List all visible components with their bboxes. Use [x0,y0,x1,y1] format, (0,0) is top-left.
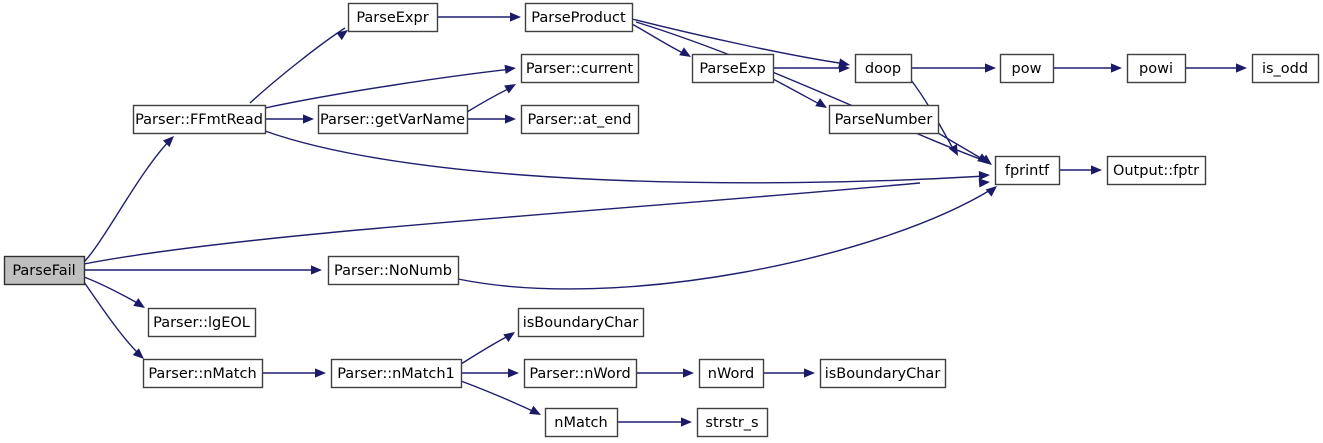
arrowhead-ParserFFmtRead-to-ParserCurrent [504,64,516,74]
node-box-ParseExp[interactable] [691,53,775,84]
node-box-ParserCurrent[interactable] [520,53,640,84]
arrowhead-ParseNumber-to-fprintf [977,153,989,163]
node-isBoundaryCharTop[interactable]: isBoundaryChar [517,307,645,338]
node-box-fprintf[interactable] [994,155,1061,186]
node-ParserCurrent[interactable]: Parser::current [520,53,640,84]
node-pow[interactable]: pow [999,53,1055,84]
arrowhead-ParsernWord-to-nWord [683,368,694,378]
node-powi[interactable]: powi [1126,53,1187,84]
arrowhead-ParseFail-to-ParserlgEOL [133,298,145,308]
arrowhead-doop-to-pow [985,63,996,73]
node-nMatch[interactable]: nMatch [544,407,619,438]
arrowhead-ParsernMatch-to-ParsernMatch1 [315,368,326,378]
node-box-ParseExpr[interactable] [347,2,439,33]
arrowhead-ParserNoNumb-to-fprintf [985,186,997,197]
edge-ParseFail-to-ParsernMatch [83,281,141,356]
nodes-layer: ParseFailParser::FFmtReadParser::NoNumbP… [3,2,1320,438]
node-box-isBoundaryCharBottom[interactable] [819,358,947,389]
node-box-ParserlgEOL[interactable] [147,307,257,338]
edge-ParserNoNumb-to-fprintf [457,188,993,290]
arrowhead-ParseFail-to-fprintf [978,178,990,188]
arrowhead-nWord-to-isBoundaryCharBottom [804,368,815,378]
arrowhead-ParseFail-to-ParserNoNumb [311,265,322,275]
node-ParserFFmtRead[interactable]: Parser::FFmtRead [132,104,267,135]
arrowheads-layer [132,12,1247,427]
arrowhead-ParserGetVarName-to-ParserAtEnd [505,114,516,124]
edge-ParseNumber-to-fprintf [937,132,985,161]
arrowhead-ParserFFmtRead-to-ParseExpr [336,30,348,41]
node-box-strstr_s[interactable] [696,407,769,438]
edge-ParsernMatch1-to-isBoundaryCharTop [460,333,513,365]
node-isBoundaryCharBottom[interactable]: isBoundaryChar [819,358,947,389]
node-box-ParserNoNumb[interactable] [327,255,460,286]
node-is_odd[interactable]: is_odd [1251,53,1320,84]
arrowhead-ParseExp-to-doop [839,63,850,73]
node-box-ParserAtEnd[interactable] [520,104,640,135]
node-box-isBoundaryCharTop[interactable] [517,307,645,338]
node-ParsernMatch1[interactable]: Parser::nMatch1 [330,358,463,389]
edge-ParseProduct-to-ParseExp [631,23,688,56]
node-ParseFail[interactable]: ParseFail [3,255,86,286]
node-box-ParseProduct[interactable] [524,2,634,33]
node-box-doop[interactable] [854,53,913,84]
edge-ParserFFmtRead-to-ParserCurrent [264,68,513,109]
arrowhead-ParsernMatch1-to-nMatch [529,405,541,415]
arrowhead-ParseFail-to-ParserFFmtRead [162,136,174,148]
node-ParseNumber[interactable]: ParseNumber [828,104,940,135]
node-box-ParsernMatch[interactable] [142,358,264,389]
edge-ParseFail-to-fprintf [83,182,921,265]
edge-ParseProduct-to-doop [631,18,847,65]
arrowhead-pow-to-powi [1111,63,1122,73]
node-box-is_odd[interactable] [1251,53,1320,84]
arrowhead-ParserFFmtRead-to-ParserGetVarName [303,114,314,124]
node-ParseExp[interactable]: ParseExp [691,53,775,84]
arrowhead-fprintf-to-OutputFptr [1091,165,1102,175]
edge-ParseFail-to-ParserlgEOL [83,276,142,306]
arrowhead-ParserGetVarName-to-ParserCurrent [504,84,516,94]
node-box-ParseNumber[interactable] [828,104,940,135]
node-ParseExpr[interactable]: ParseExpr [347,2,439,33]
edge-ParserGetVarName-to-ParserCurrent [466,86,513,113]
node-box-ParsernWord[interactable] [523,358,638,389]
arrowhead-ParseFail-to-ParsernMatch [132,348,144,359]
node-ParserNoNumb[interactable]: Parser::NoNumb [327,255,460,286]
arrowhead-ParsernMatch1-to-isBoundaryCharTop [503,332,515,342]
arrowhead-doop-to-fprintf [948,144,958,156]
node-box-ParseFail[interactable] [3,255,86,286]
node-OutputFptr[interactable]: Output::fptr [1106,155,1207,186]
node-fprintf[interactable]: fprintf [994,155,1061,186]
node-ParserAtEnd[interactable]: Parser::at_end [520,104,640,135]
arrowhead-ParseExp-to-ParseNumber [815,98,827,108]
arrowhead-ParserFFmtRead-to-fprintf [978,170,990,181]
node-box-ParserFFmtRead[interactable] [132,104,267,135]
node-box-OutputFptr[interactable] [1106,155,1207,186]
arrowhead-ParseProduct-to-ParseExp [679,47,691,57]
node-ParserlgEOL[interactable]: Parser::lgEOL [147,307,257,338]
edge-ParserFFmtRead-to-fprintf [264,130,987,184]
arrowhead-ParsernMatch1-to-ParsernWord [508,368,519,378]
node-box-ParsernMatch1[interactable] [330,358,463,389]
edge-ParserFFmtRead-to-ParseExpr [249,27,346,104]
edge-ParseFail-to-ParserFFmtRead [83,137,173,263]
node-nWord[interactable]: nWord [698,358,765,389]
node-box-nMatch[interactable] [544,407,619,438]
node-ParseProduct[interactable]: ParseProduct [524,2,634,33]
node-box-pow[interactable] [999,53,1055,84]
node-ParserGetVarName[interactable]: Parser::getVarName [317,104,469,135]
arrowhead-nMatch-to-strstr_s [681,417,692,427]
arrowhead-ParseExpr-to-ParseProduct [510,12,521,22]
arrowhead-powi-to-is_odd [1236,63,1247,73]
edge-ParseProduct-to-fprintf [635,21,989,163]
node-ParsernWord[interactable]: Parser::nWord [523,358,638,389]
node-box-ParserGetVarName[interactable] [317,104,469,135]
node-box-powi[interactable] [1126,53,1187,84]
node-strstr_s[interactable]: strstr_s [696,407,769,438]
node-ParsernMatch[interactable]: Parser::nMatch [142,358,264,389]
node-box-nWord[interactable] [698,358,765,389]
node-doop[interactable]: doop [854,53,913,84]
